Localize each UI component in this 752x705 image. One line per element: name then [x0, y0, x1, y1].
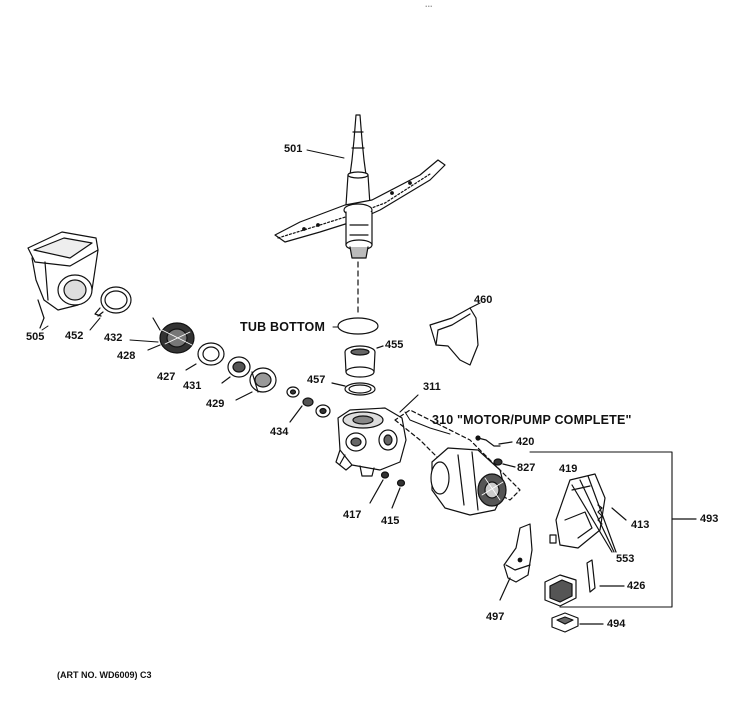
- ring-457: [331, 382, 376, 396]
- callout-420: 420: [516, 436, 535, 448]
- callout-497: 497: [486, 611, 505, 623]
- screws-417-415: [369, 471, 406, 509]
- chopper-429: [235, 367, 277, 401]
- label-tub-bottom: TUB BOTTOM: [240, 320, 326, 334]
- pump-housing-311: [335, 394, 419, 477]
- ring-427: [185, 342, 225, 371]
- callout-432: 432: [104, 332, 123, 344]
- callout-415: 415: [381, 515, 400, 527]
- callout-455: 455: [385, 339, 404, 351]
- callout-419: 419: [559, 463, 578, 475]
- clamp-452: [94, 286, 132, 317]
- callout-452: 452: [65, 330, 84, 342]
- callout-434: 434: [270, 426, 289, 438]
- mount-plate-497: [499, 523, 533, 601]
- callout-501: 501: [284, 143, 303, 155]
- callout-429: 429: [206, 398, 225, 410]
- callout-457: 457: [307, 374, 326, 386]
- header-fragment: ...: [425, 0, 433, 9]
- spray-arm-501: [274, 114, 446, 316]
- callout-505: 505: [26, 331, 45, 343]
- tub-bottom-ring: [332, 317, 379, 335]
- group-bracket-493: [529, 451, 697, 608]
- fittings-434: [286, 386, 331, 423]
- callout-417: 417: [343, 509, 362, 521]
- callout-553: 553: [616, 553, 635, 565]
- bracket-419: [549, 473, 627, 553]
- clip-426: [586, 559, 625, 593]
- relay-494: [544, 574, 604, 633]
- callout-311: 311: [423, 381, 441, 393]
- callout-431: 431: [183, 380, 202, 392]
- bracket-460: [429, 302, 481, 366]
- label-motor-pump-complete: "MOTOR/PUMP COMPLETE": [457, 413, 632, 427]
- seal-431: [221, 356, 251, 384]
- callout-428: 428: [117, 350, 136, 362]
- callout-426: 426: [627, 580, 646, 592]
- callout-493: 493: [700, 513, 719, 525]
- motor-pump-310: [394, 409, 521, 516]
- callout-460: 460: [474, 294, 493, 306]
- impeller-428: [147, 317, 195, 354]
- callout-827: 827: [517, 462, 536, 474]
- callout-427: 427: [157, 371, 176, 383]
- cup-455: [344, 345, 384, 378]
- callout-413: 413: [631, 519, 650, 531]
- sump-505: [27, 231, 99, 329]
- callout-310: 310: [432, 413, 454, 427]
- callout-494: 494: [607, 618, 626, 630]
- art-number: (ART NO. WD6009) C3: [57, 670, 152, 680]
